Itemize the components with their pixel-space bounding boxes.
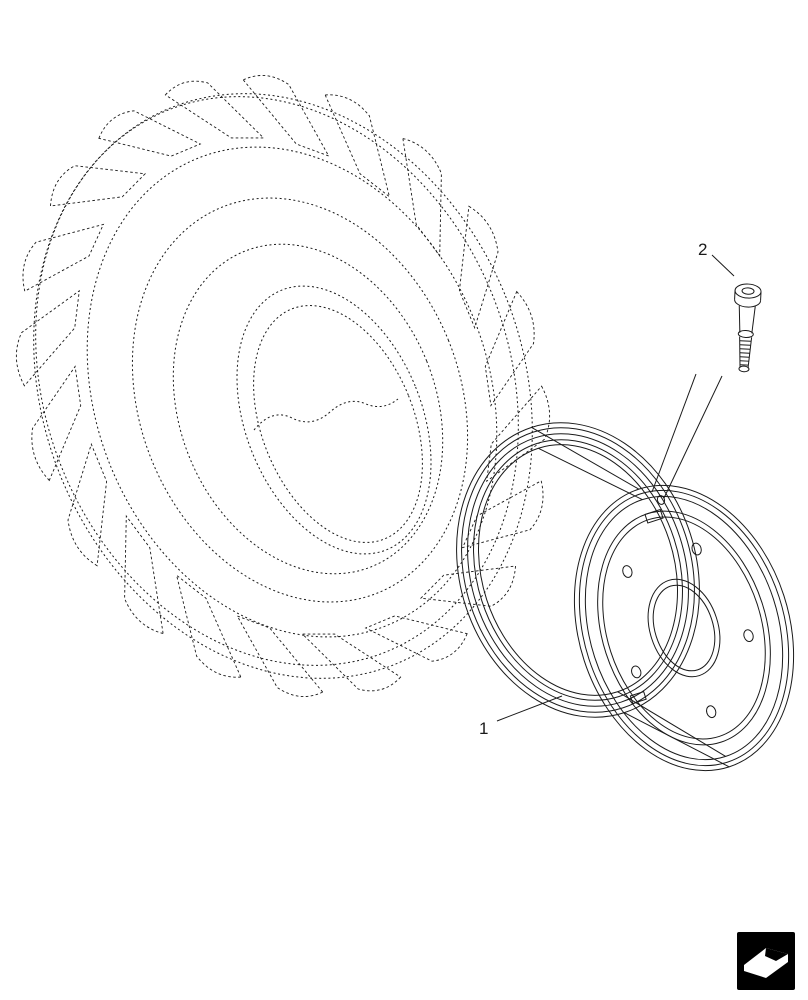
tire-tread-lug xyxy=(31,365,82,482)
rim-illustration xyxy=(456,422,795,772)
leader-line-part2-a xyxy=(663,375,723,499)
rim-bolt-holes xyxy=(622,542,754,719)
part-label-2: 2 xyxy=(698,240,707,259)
part-label-1: 1 xyxy=(479,719,488,738)
rim-front-flange xyxy=(573,484,795,772)
direction-arrow-fold xyxy=(765,948,788,961)
tire-tread-lug xyxy=(164,80,265,139)
tire-tread-lug xyxy=(98,110,202,157)
tire-tread-lug xyxy=(50,165,147,207)
assembly-direction-icon xyxy=(737,932,795,990)
rim-valve-hole xyxy=(656,495,666,505)
tire-tread-lug xyxy=(461,480,544,549)
leader-line-part1 xyxy=(496,695,563,722)
valve-stem-illustration xyxy=(734,283,762,373)
leader-lines xyxy=(496,254,735,722)
tire-tread-lug xyxy=(242,75,330,157)
tire-tread-lug xyxy=(16,289,80,387)
tire-tread-lug xyxy=(419,565,516,607)
tire-tread-lug xyxy=(124,514,164,635)
rim-back-flange xyxy=(456,422,700,718)
tire-tread-lug xyxy=(364,615,468,662)
tire-tread-lug xyxy=(402,137,442,258)
leader-line-label2 xyxy=(711,254,735,277)
tire-tread-lug xyxy=(67,442,108,567)
tire-hub-wavy-line xyxy=(253,398,399,431)
tire-tread-lug xyxy=(458,205,499,330)
leader-line-part2-b xyxy=(651,373,697,493)
rim-clip-mark-top xyxy=(644,508,664,524)
tire-tread-lug xyxy=(236,615,324,697)
tire-tread-lug xyxy=(175,574,242,678)
tire-tread-lug xyxy=(301,633,402,692)
tire-tread-lugs xyxy=(16,75,550,697)
tire-tread-lug xyxy=(22,223,105,292)
tire-tread-lug xyxy=(484,290,535,407)
tire-illustration xyxy=(16,75,550,697)
tire-tread-lug xyxy=(324,94,391,198)
